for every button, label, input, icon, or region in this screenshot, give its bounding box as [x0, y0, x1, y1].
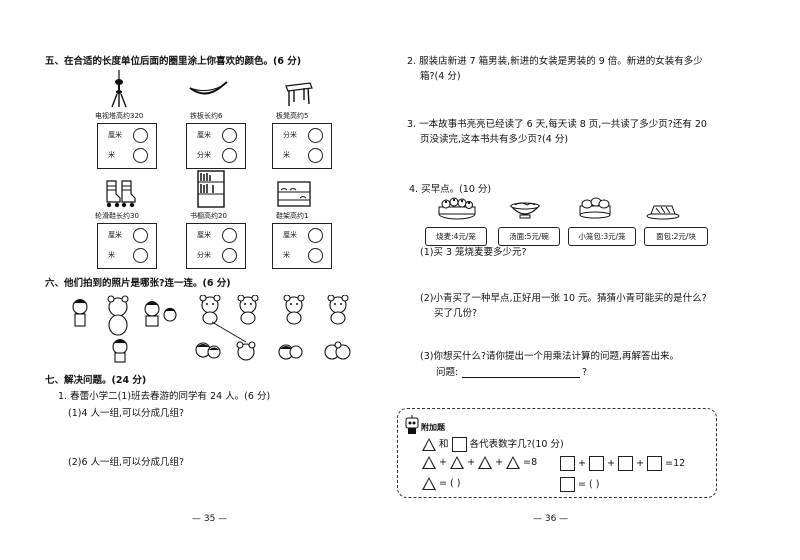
- unit-box: 厘米 分米: [186, 223, 246, 269]
- bonus-answer-triangle[interactable]: = ( ): [422, 477, 460, 490]
- question-4-1: (1)买 3 笼烧麦要多少元?: [420, 247, 527, 258]
- triangle-icon: [478, 456, 493, 469]
- question-answer-line[interactable]: [462, 377, 580, 378]
- question-4-2-line-2: 买了几份?: [434, 308, 478, 319]
- triangle-icon: [422, 456, 436, 469]
- unit-circle[interactable]: [222, 228, 237, 243]
- item-label: 铁板长约6: [190, 112, 223, 120]
- bread-plate-icon: [646, 205, 680, 220]
- item-label: 书橱高约20: [190, 212, 227, 220]
- photo-option-icon[interactable]: [276, 340, 304, 364]
- bonus-prompt: 和 各代表数字几?(10 分): [422, 437, 564, 452]
- soup-bowl-icon: [509, 202, 541, 219]
- unit-circle[interactable]: [133, 128, 148, 143]
- question-1: 1. 春蕾小学二(1)班去春游的同学有 24 人。(6 分): [58, 391, 271, 402]
- price-tag: 小笼包:3元/笼: [568, 227, 636, 246]
- price-tag: 烧麦:4元/笼: [425, 227, 487, 246]
- photo-option-icon[interactable]: [198, 295, 222, 325]
- page-number-right: — 36 —: [533, 514, 569, 524]
- unit-box: 厘米 米: [97, 123, 157, 169]
- question-1b: (2)6 人一组,可以分成几组?: [68, 457, 185, 468]
- bonus-equation-1: + + + =8: [422, 456, 537, 469]
- item-label: 板凳高约5: [276, 112, 309, 120]
- page-number-left: — 35 —: [192, 514, 228, 524]
- roller-skates-icon: [106, 180, 136, 208]
- triangle-icon: [422, 438, 436, 451]
- square-icon: [451, 437, 467, 452]
- item-label: 电视塔高约320: [95, 112, 144, 120]
- bonus-answer-square[interactable]: = ( ): [560, 477, 599, 492]
- question-3-line-1: 3. 一本故事书亮亮已经读了 6 天,每天读 8 页,一共读了多少页?还有 20: [407, 119, 707, 130]
- price-tag: 汤面:5元/碗: [498, 227, 560, 246]
- section-7-title: 七、解决问题。(24 分): [45, 375, 147, 386]
- shoe-rack-icon: [277, 181, 311, 207]
- wok-icon: [189, 81, 228, 95]
- price-tag: 面包:2元/块: [644, 227, 708, 246]
- tv-tower-icon: [111, 70, 127, 108]
- unit-box: 厘米 米: [272, 223, 332, 269]
- bun-steamer-icon: [579, 197, 611, 219]
- photo-option-icon[interactable]: [234, 340, 258, 364]
- photo-scene-illustration: [72, 295, 177, 363]
- unit-circle[interactable]: [222, 128, 237, 143]
- unit-circle[interactable]: [308, 128, 323, 143]
- unit-circle[interactable]: [308, 148, 323, 163]
- question-4-3: (3)你想买什么?请你提出一个用乘法计算的问题,再解答出来。: [420, 351, 680, 362]
- bonus-box: [397, 408, 717, 498]
- question-end-mark: ?: [582, 367, 588, 378]
- section-6-title: 六、他们拍到的照片是哪张?连一连。(6 分): [45, 278, 231, 289]
- triangle-icon: [450, 456, 465, 469]
- triangle-icon: [422, 477, 436, 490]
- unit-circle[interactable]: [308, 228, 323, 243]
- unit-circle[interactable]: [308, 248, 323, 263]
- photo-option-icon[interactable]: [326, 295, 350, 325]
- bonus-equation-2: + + + =12: [560, 456, 685, 471]
- square-icon: [560, 477, 575, 492]
- square-icon: [560, 456, 575, 471]
- photo-option-icon[interactable]: [282, 295, 306, 325]
- unit-box: 分米 米: [272, 123, 332, 169]
- unit-box: 厘米 米: [97, 223, 157, 269]
- robot-mascot-icon: [405, 415, 419, 434]
- section-5-title: 五、在合适的长度单位后面的圈里涂上你喜欢的颜色。(6 分): [45, 56, 302, 67]
- square-icon: [618, 456, 634, 471]
- photo-option-icon[interactable]: [236, 295, 260, 325]
- question-3-line-2: 页没读完,这本书共有多少页?(4 分): [420, 134, 569, 145]
- unit-circle[interactable]: [133, 248, 148, 263]
- question-label: 问题:: [436, 367, 459, 378]
- triangle-icon: [506, 456, 521, 469]
- bookcase-icon: [197, 170, 225, 208]
- question-2-line-1: 2. 服装店新进 7 箱男装,新进的女装是男装的 9 倍。新进的女装有多少: [407, 56, 703, 67]
- question-2-line-2: 箱?(4 分): [420, 71, 461, 82]
- unit-box: 厘米 分米: [186, 123, 246, 169]
- square-icon: [589, 456, 605, 471]
- square-icon: [647, 456, 663, 471]
- unit-circle[interactable]: [222, 148, 237, 163]
- shaomai-steamer-icon: [438, 197, 476, 220]
- photo-option-icon[interactable]: [194, 340, 222, 364]
- item-label: 鞋架高约1: [276, 212, 309, 220]
- unit-circle[interactable]: [133, 148, 148, 163]
- bonus-label: 附加题: [421, 423, 445, 432]
- stool-icon: [285, 82, 313, 106]
- question-1a: (1)4 人一组,可以分成几组?: [68, 408, 185, 419]
- unit-circle[interactable]: [222, 248, 237, 263]
- item-label: 轮滑鞋长约30: [95, 212, 139, 220]
- connect-line: [211, 321, 247, 343]
- unit-circle[interactable]: [133, 228, 148, 243]
- question-4-title: 4. 买早点。(10 分): [409, 184, 492, 195]
- question-4-2-line-1: (2)小青买了一种早点,正好用一张 10 元。猜猜小青可能买的是什么?: [420, 293, 707, 304]
- photo-option-icon[interactable]: [322, 340, 352, 364]
